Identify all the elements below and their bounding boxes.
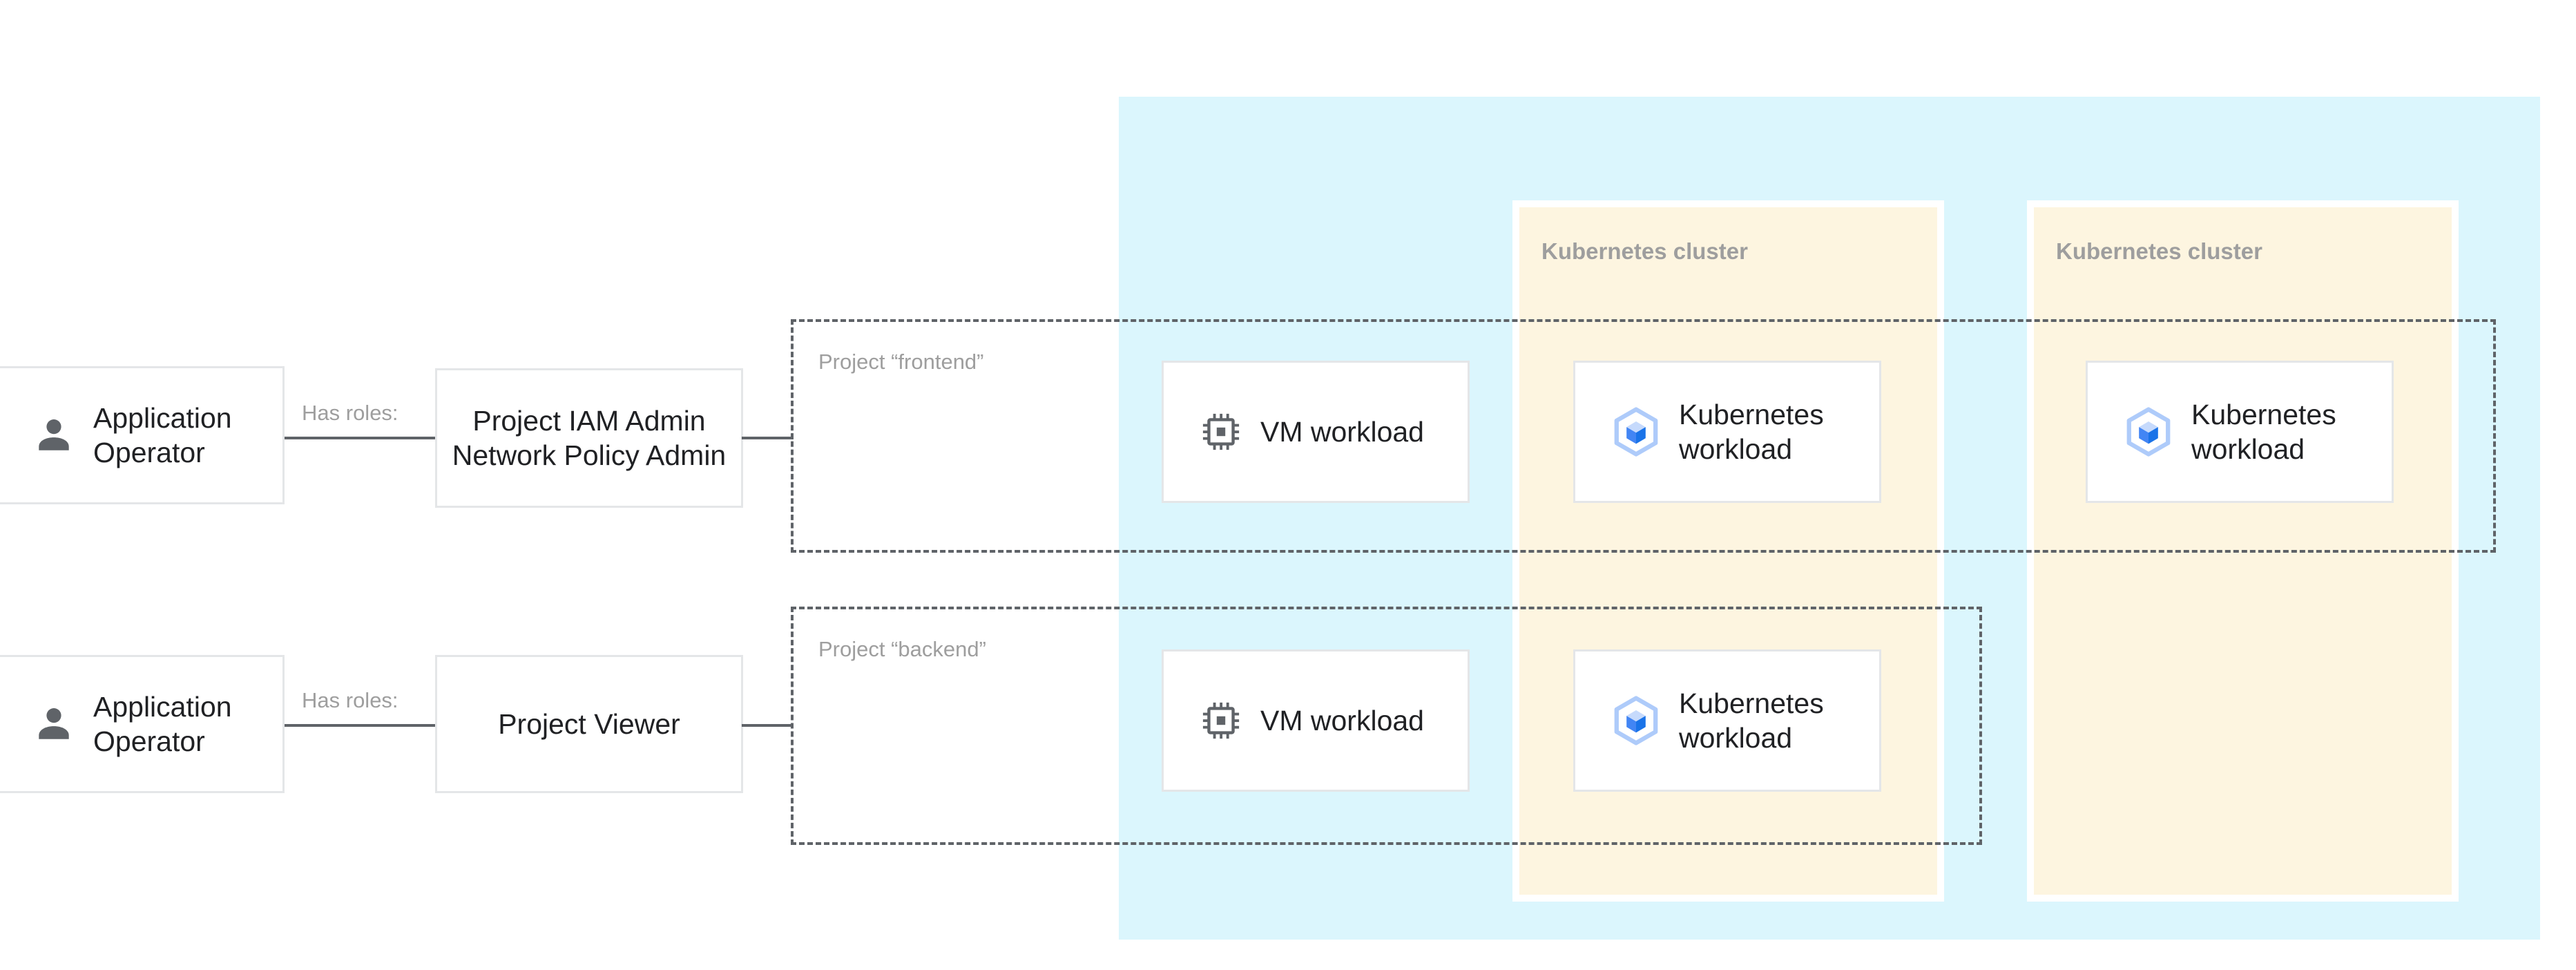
connector-caption-1: Has roles: [302, 401, 398, 425]
connector-role-project-1 [742, 437, 794, 439]
workload-label-kubernetes-frontend-2: Kubernetes workload [2191, 398, 2336, 465]
role-box-1[interactable]: Project IAM Admin Network Policy Admin [435, 368, 743, 508]
person-icon [39, 419, 69, 450]
connector-actor-role-1a [285, 437, 436, 439]
workload-box-kubernetes-frontend-1[interactable]: Kubernetes workload [1573, 361, 1881, 503]
role-label-1: Project IAM Admin Network Policy Admin [452, 404, 727, 471]
gke-icon [1614, 407, 1658, 457]
kubernetes-cluster-label-1: Kubernetes cluster [1541, 238, 1748, 264]
workload-label-vm-frontend: VM workload [1260, 415, 1424, 448]
person-icon [39, 708, 69, 739]
workload-label-kubernetes-frontend-1: Kubernetes workload [1679, 398, 1824, 465]
workload-label-vm-backend: VM workload [1260, 704, 1424, 736]
gke-icon [1614, 696, 1658, 745]
project-label-frontend: Project “frontend” [818, 350, 984, 374]
project-label-backend: Project “backend” [818, 637, 986, 661]
actor-box-application-operator-1[interactable]: Application Operator [0, 366, 285, 504]
chip-icon [1202, 413, 1240, 450]
connector-actor-role-2a [285, 724, 436, 727]
actor-label-2: Application Operator [93, 690, 232, 757]
project-region-frontend: Project “frontend” [791, 319, 2496, 553]
actor-label-1: Application Operator [93, 401, 232, 468]
workload-box-vm-frontend[interactable]: VM workload [1162, 361, 1470, 503]
workload-box-kubernetes-frontend-2[interactable]: Kubernetes workload [2086, 361, 2394, 503]
role-label-2: Project Viewer [498, 707, 680, 740]
workload-label-kubernetes-backend: Kubernetes workload [1679, 687, 1824, 754]
workload-box-vm-backend[interactable]: VM workload [1162, 649, 1470, 792]
gke-icon [2126, 407, 2171, 457]
workload-box-kubernetes-backend[interactable]: Kubernetes workload [1573, 649, 1881, 792]
actor-box-application-operator-2[interactable]: Application Operator [0, 655, 285, 793]
connector-role-project-2 [742, 724, 794, 727]
kubernetes-cluster-label-2: Kubernetes cluster [2056, 238, 2262, 264]
chip-icon [1202, 702, 1240, 739]
connector-caption-2: Has roles: [302, 688, 398, 712]
role-box-2[interactable]: Project Viewer [435, 655, 743, 793]
